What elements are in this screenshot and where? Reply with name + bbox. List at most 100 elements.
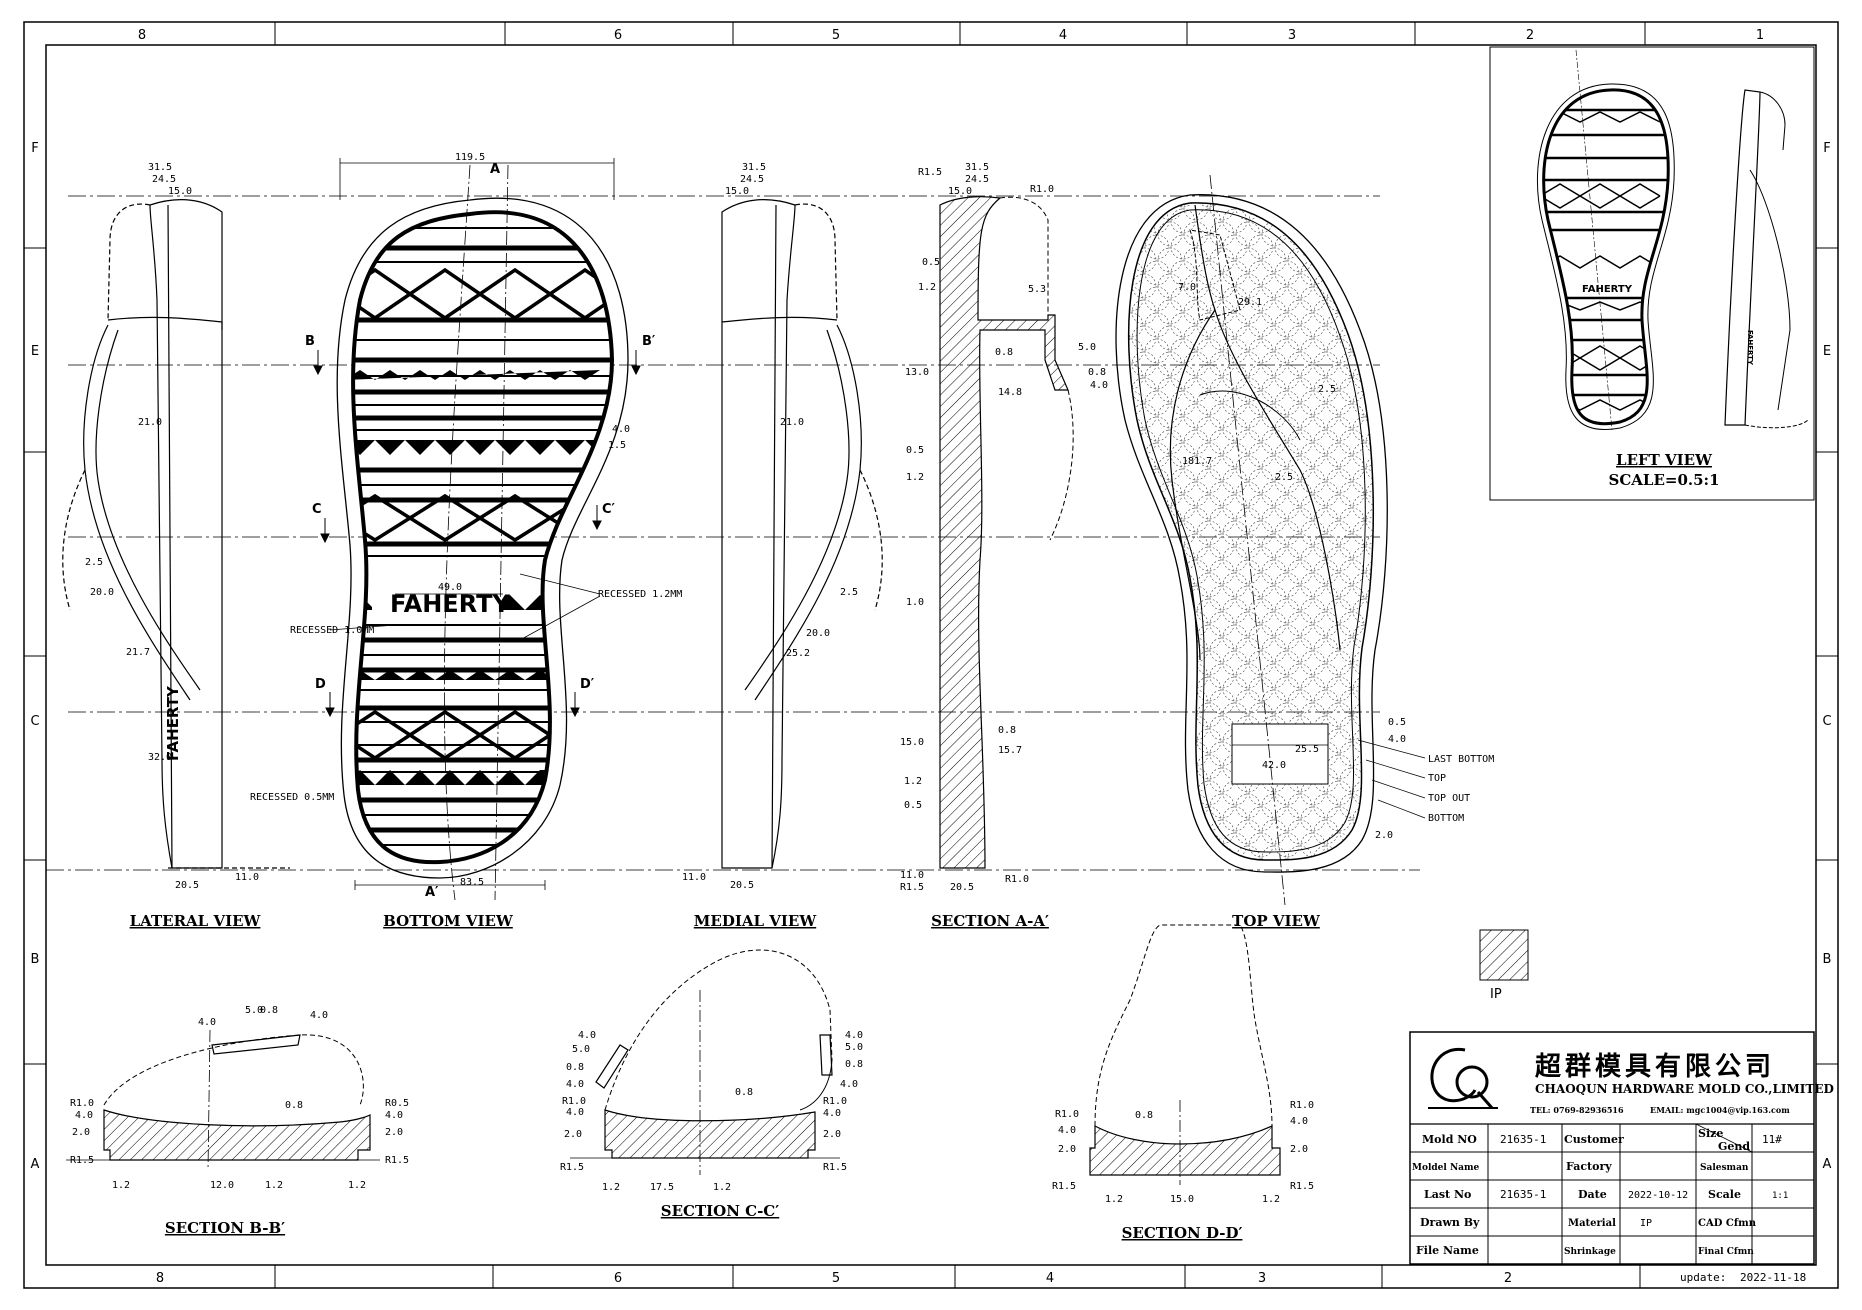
svg-text:A: A bbox=[31, 1157, 40, 1172]
svg-text:24.5: 24.5 bbox=[152, 174, 176, 185]
section-dd bbox=[1089, 924, 1281, 1185]
svg-text:29.1: 29.1 bbox=[1238, 297, 1262, 308]
svg-text:FAHERTY: FAHERTY bbox=[1746, 330, 1754, 366]
svg-text:0.8: 0.8 bbox=[1135, 1110, 1153, 1121]
section-cc-title: SECTION C-C′ bbox=[661, 1202, 779, 1220]
svg-text:1.2: 1.2 bbox=[1105, 1194, 1123, 1205]
svg-text:2.5: 2.5 bbox=[840, 587, 858, 598]
svg-text:FAHERTY: FAHERTY bbox=[164, 685, 182, 761]
factory-label: Factory bbox=[1566, 1160, 1612, 1173]
date-value: 2022-10-12 bbox=[1628, 1190, 1688, 1201]
svg-text:1.2: 1.2 bbox=[713, 1182, 731, 1193]
mold-no-value: 21635-1 bbox=[1500, 1133, 1546, 1146]
svg-text:4.0: 4.0 bbox=[385, 1110, 403, 1121]
bottom-logo: FAHERTY bbox=[390, 590, 510, 618]
model-label: Moldel Name bbox=[1412, 1163, 1480, 1173]
svg-text:2.0: 2.0 bbox=[823, 1129, 841, 1140]
update-date: 2022-11-18 bbox=[1740, 1271, 1806, 1284]
svg-text:RECESSED 1.2MM: RECESSED 1.2MM bbox=[598, 589, 682, 600]
svg-text:4: 4 bbox=[1059, 28, 1067, 43]
svg-text:1.2: 1.2 bbox=[265, 1180, 283, 1191]
left-view-title: LEFT VIEW bbox=[1616, 451, 1713, 469]
svg-text:20.5: 20.5 bbox=[730, 880, 754, 891]
mold-no-label: Mold NO bbox=[1422, 1133, 1477, 1146]
svg-text:0.8: 0.8 bbox=[566, 1062, 584, 1073]
svg-text:0.8: 0.8 bbox=[845, 1059, 863, 1070]
svg-text:F: F bbox=[31, 141, 38, 156]
svg-text:31.5: 31.5 bbox=[965, 162, 989, 173]
svg-text:R1.0: R1.0 bbox=[1030, 184, 1054, 195]
svg-text:R1.0: R1.0 bbox=[562, 1096, 586, 1107]
top-view-title: TOP VIEW bbox=[1232, 912, 1321, 930]
svg-text:3: 3 bbox=[1288, 28, 1296, 43]
svg-text:5: 5 bbox=[832, 1271, 840, 1286]
top-dims: 7.0 29.1 2.5 181.7 2.5 0.5 4.0 25.5 42.0… bbox=[1178, 282, 1494, 841]
left-view-scale: SCALE=0.5:1 bbox=[1608, 471, 1719, 489]
svg-text:0.8: 0.8 bbox=[995, 347, 1013, 358]
svg-text:12.0: 12.0 bbox=[210, 1180, 234, 1191]
svg-text:4.0: 4.0 bbox=[845, 1030, 863, 1041]
svg-text:181.7: 181.7 bbox=[1182, 456, 1212, 467]
svg-text:4.0: 4.0 bbox=[1388, 734, 1406, 745]
reference-lines bbox=[46, 195, 1420, 871]
left-view-inset: FAHERTY FAHERTY LEFT VIEW SCALE=0.5:1 bbox=[1489, 46, 1815, 501]
column-labels-top: 8 6 5 4 3 2 1 bbox=[138, 28, 1764, 43]
left-logo: FAHERTY bbox=[1582, 284, 1633, 295]
svg-text:20.0: 20.0 bbox=[806, 628, 830, 639]
svg-text:15.7: 15.7 bbox=[998, 745, 1022, 756]
svg-text:5.3: 5.3 bbox=[1028, 284, 1046, 295]
shrinkage-label: Shrinkage bbox=[1564, 1247, 1616, 1257]
svg-text:0.8: 0.8 bbox=[285, 1100, 303, 1111]
svg-text:R1.5: R1.5 bbox=[70, 1155, 94, 1166]
column-labels-bottom: 8 6 5 4 3 2 bbox=[156, 1271, 1512, 1286]
salesman-label: Salesman bbox=[1700, 1163, 1749, 1173]
file-name-label: File Name bbox=[1416, 1244, 1479, 1257]
svg-text:4.0: 4.0 bbox=[1090, 380, 1108, 391]
section-dd-title: SECTION D-D′ bbox=[1122, 1224, 1243, 1242]
medial-view-title: MEDIAL VIEW bbox=[694, 912, 818, 930]
last-no-label: Last No bbox=[1424, 1188, 1471, 1201]
section-cc bbox=[570, 949, 840, 1175]
medial-view bbox=[721, 199, 883, 869]
section-aa bbox=[939, 196, 1074, 869]
svg-text:R1.5: R1.5 bbox=[385, 1155, 409, 1166]
svg-text:1.2: 1.2 bbox=[904, 776, 922, 787]
svg-text:0.8: 0.8 bbox=[1088, 367, 1106, 378]
svg-text:15.0: 15.0 bbox=[725, 186, 749, 197]
svg-text:2.0: 2.0 bbox=[1375, 830, 1393, 841]
legend-label: IP bbox=[1490, 987, 1502, 1002]
date-label: Date bbox=[1578, 1188, 1607, 1201]
svg-text:15.0: 15.0 bbox=[1170, 1194, 1194, 1205]
svg-text:D: D bbox=[315, 677, 326, 692]
svg-text:2.0: 2.0 bbox=[72, 1127, 90, 1138]
svg-text:1.2: 1.2 bbox=[112, 1180, 130, 1191]
company-tel: TEL: 0769-82936516 bbox=[1530, 1105, 1624, 1115]
svg-text:TOP OUT: TOP OUT bbox=[1428, 793, 1470, 804]
title-block-fields: Mold NO 21635-1 Customer Size Gend 11# M… bbox=[1412, 1127, 1788, 1257]
svg-text:4.0: 4.0 bbox=[612, 424, 630, 435]
drawing-frame bbox=[23, 21, 1839, 1289]
svg-text:R1.5: R1.5 bbox=[1052, 1181, 1076, 1192]
svg-text:4.0: 4.0 bbox=[75, 1110, 93, 1121]
bottom-view-title: BOTTOM VIEW bbox=[383, 912, 514, 930]
svg-text:R1.0: R1.0 bbox=[70, 1098, 94, 1109]
svg-text:5.0: 5.0 bbox=[845, 1042, 863, 1053]
section-arrows bbox=[313, 350, 641, 718]
svg-text:R1.5: R1.5 bbox=[918, 167, 942, 178]
svg-text:20.5: 20.5 bbox=[175, 880, 199, 891]
drawn-by-label: Drawn By bbox=[1420, 1216, 1480, 1229]
svg-text:R1.5: R1.5 bbox=[1290, 1181, 1314, 1192]
svg-text:R0.5: R0.5 bbox=[385, 1098, 409, 1109]
svg-text:8: 8 bbox=[138, 28, 146, 43]
svg-text:3: 3 bbox=[1258, 1271, 1266, 1286]
svg-text:4.0: 4.0 bbox=[310, 1010, 328, 1021]
svg-text:25.2: 25.2 bbox=[786, 648, 810, 659]
svg-text:0.5: 0.5 bbox=[922, 257, 940, 268]
svg-text:4.0: 4.0 bbox=[1290, 1116, 1308, 1127]
bottom-view: FAHERTY bbox=[329, 158, 629, 901]
section-bb bbox=[66, 1029, 380, 1171]
svg-text:4.0: 4.0 bbox=[578, 1030, 596, 1041]
svg-text:R1.0: R1.0 bbox=[1005, 874, 1029, 885]
final-cfmn-label: Final Cfmn bbox=[1698, 1247, 1754, 1257]
svg-text:4.0: 4.0 bbox=[840, 1079, 858, 1090]
